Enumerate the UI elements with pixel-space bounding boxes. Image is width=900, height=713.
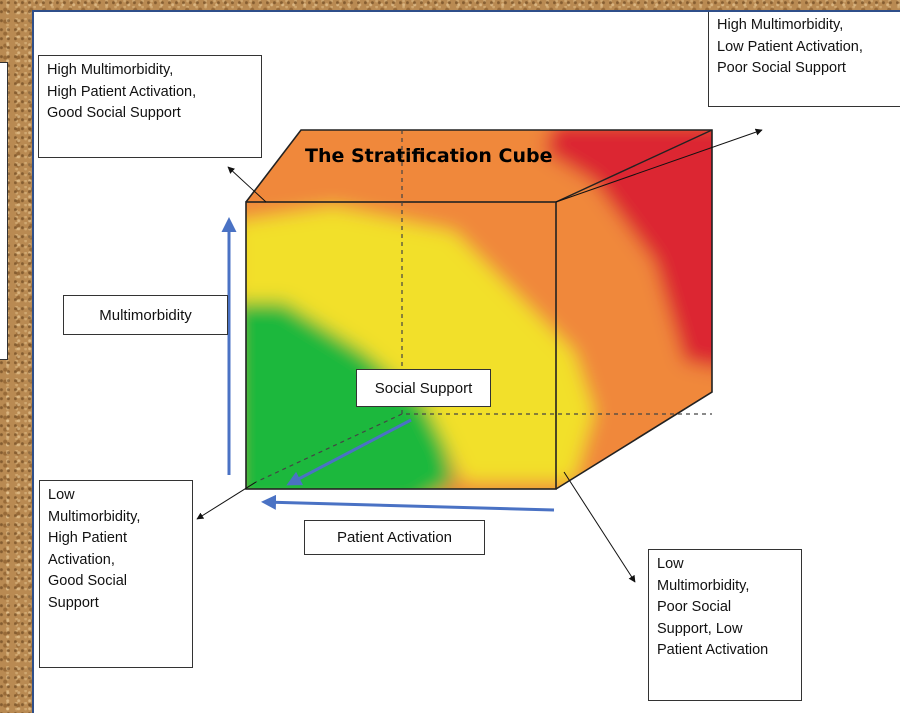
label-line: Poor Social — [657, 599, 732, 615]
corner-label-top-left: High Multimorbidity, High Patient Activa… — [38, 55, 262, 158]
label-line: High Multimorbidity, — [717, 17, 844, 33]
stratification-cube-panel: The Stratification Cube High Multimorbid… — [32, 10, 900, 713]
cube-front-face — [245, 201, 557, 490]
arrow-top-left — [227, 166, 267, 203]
cube-top-right-edge — [555, 129, 713, 203]
axis-label-multimorbidity: Multimorbidity — [63, 295, 228, 335]
label-line: Low — [48, 487, 75, 503]
corner-label-top-right: High Multimorbidity, Low Patient Activat… — [708, 12, 900, 107]
label-line: High Patient — [48, 530, 127, 546]
label-line: High Multimorbidity, — [47, 62, 174, 78]
partial-side-card — [0, 62, 8, 360]
label-line: Low Patient Activation, — [717, 38, 863, 55]
social-support-axis-arrow — [286, 418, 412, 486]
label-line: Support, Low — [657, 620, 743, 637]
corner-label-bottom-right: Low Multimorbidity, Poor Social Support,… — [648, 549, 802, 701]
axis-label-social-support: Social Support — [356, 369, 491, 407]
arrow-bottom-right — [563, 471, 636, 583]
label-line: Poor Social Support — [717, 60, 846, 76]
cube-colour-fill — [246, 130, 712, 489]
arrow-bottom-left — [196, 481, 257, 520]
corner-label-bottom-left: Low Multimorbidity, High Patient Activat… — [39, 480, 193, 668]
label-line: Multimorbidity, — [657, 577, 750, 594]
label-line: Low — [657, 556, 684, 572]
cube-diagram — [196, 128, 763, 583]
label-line: High Patient Activation, — [47, 83, 197, 100]
label-line: Activation, — [48, 551, 115, 568]
patient-activation-axis-arrow — [261, 494, 555, 512]
label-line: Patient Activation — [657, 642, 769, 658]
label-line: Good Social Support — [47, 105, 181, 121]
label-line: Good Social — [48, 573, 127, 589]
arrow-top-right — [555, 128, 763, 203]
label-line: Multimorbidity, — [48, 508, 141, 525]
diagram-title: The Stratification Cube — [305, 145, 553, 167]
axis-label-patient-activation: Patient Activation — [304, 520, 485, 555]
label-line: Support — [48, 594, 99, 611]
cube-hidden-edges — [255, 130, 712, 483]
